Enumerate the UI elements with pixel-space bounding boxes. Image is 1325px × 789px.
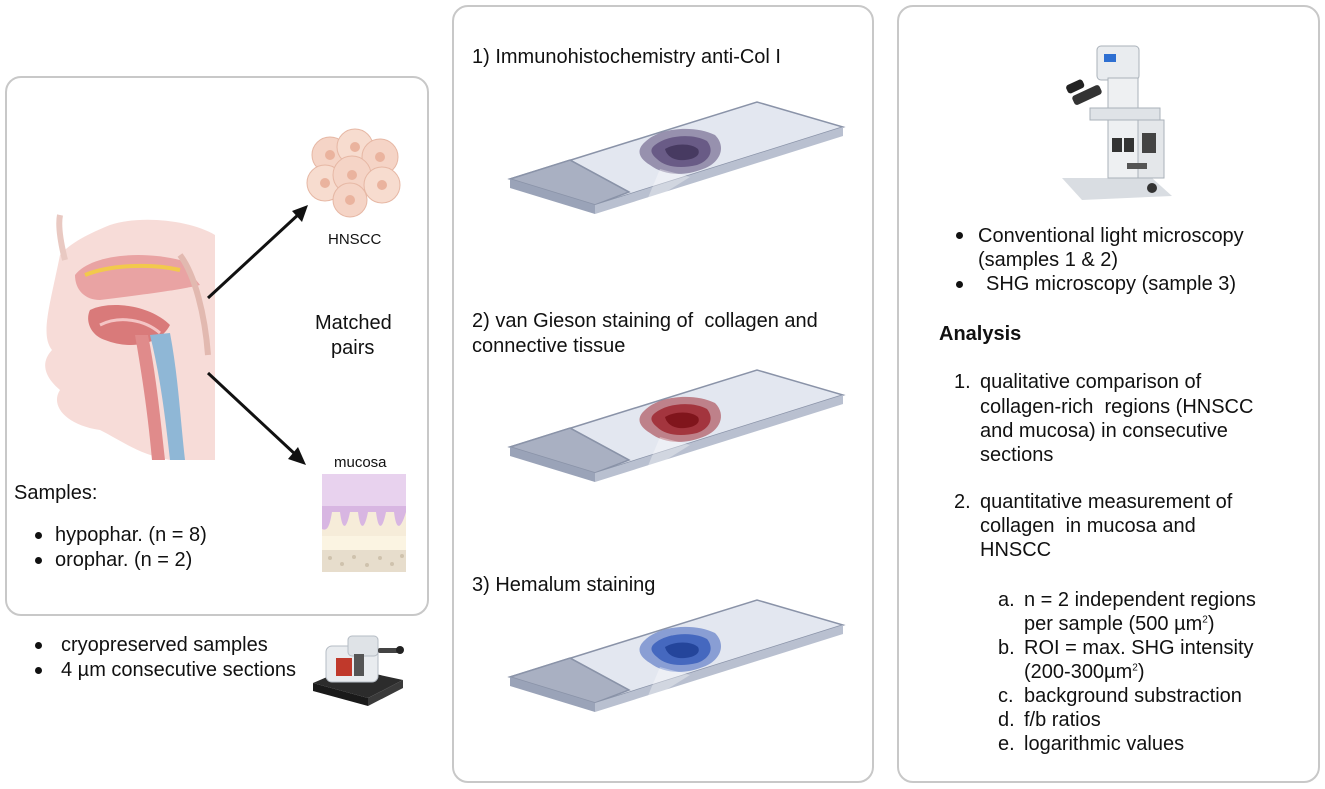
arrow-to-mucosa — [206, 371, 306, 465]
subitem-text: logarithmic values — [1024, 733, 1185, 755]
mucosa-tissue-icon — [322, 474, 406, 572]
subitem-text: (200-300µm2) — [1024, 661, 1145, 683]
hnscc-label: HNSCC — [328, 231, 382, 248]
step2-label-line1: 2) van Gieson staining of collagen and — [472, 310, 818, 332]
prep-item: 4 µm consecutive sections — [61, 659, 296, 681]
subitem-letter: e. — [998, 733, 1015, 755]
analysis-item-text: collagen-rich regions (HNSCC — [980, 396, 1254, 418]
matched-label: Matched — [315, 312, 392, 334]
analysis-item-text: collagen in mucosa and — [980, 515, 1196, 537]
hnscc-tumor-icon — [306, 128, 401, 218]
analysis-item-text: HNSCC — [980, 539, 1052, 561]
prep-item: cryopreserved samples — [61, 634, 268, 656]
sample-bullet — [35, 557, 42, 564]
prep-bullet — [35, 642, 42, 649]
sample-bullet — [35, 532, 42, 539]
analysis-item-number: 2. — [954, 491, 971, 513]
subitem-letter: d. — [998, 709, 1015, 731]
head-anatomy-illustration — [45, 214, 216, 460]
prep-bullet — [35, 667, 42, 674]
microscopy-bullet — [956, 232, 963, 239]
analysis-title: Analysis — [939, 323, 1022, 345]
microscopy-item: Conventional light microscopy — [978, 225, 1244, 247]
pairs-label: pairs — [331, 337, 375, 359]
microscope-icon — [1062, 45, 1172, 200]
microscopy-bullet — [956, 281, 963, 288]
slide-van-gieson — [507, 369, 846, 482]
analysis-item-text: qualitative comparison of — [980, 371, 1202, 393]
subitem-text: n = 2 independent regions — [1024, 589, 1256, 611]
subitem-text: per sample (500 µm2) — [1024, 613, 1215, 635]
step3-label: 3) Hemalum staining — [472, 574, 656, 596]
subitem-text: ROI = max. SHG intensity — [1024, 637, 1254, 659]
subitem-letter: a. — [998, 589, 1015, 611]
subitem-letter: b. — [998, 637, 1015, 659]
sample-item: hypophar. (n = 8) — [55, 524, 207, 546]
cryostat-microtome-icon — [313, 635, 404, 706]
step2-label-line2: connective tissue — [472, 335, 626, 357]
analysis-item-text: and mucosa) in consecutive — [980, 420, 1228, 442]
microscopy-item: SHG microscopy (sample 3) — [986, 273, 1237, 295]
mucosa-label: mucosa — [334, 454, 387, 471]
analysis-item-text: sections — [980, 444, 1054, 466]
slide-ihc — [507, 101, 846, 214]
analysis-item-text: quantitative measurement of — [980, 491, 1233, 513]
arrow-to-hnscc — [206, 205, 308, 300]
sample-item: orophar. (n = 2) — [55, 549, 193, 571]
subitem-text: f/b ratios — [1024, 709, 1101, 731]
subitem-text: background substraction — [1024, 685, 1242, 707]
samples-title: Samples: — [14, 482, 98, 504]
slide-hemalum — [507, 599, 846, 712]
step1-label: 1) Immunohistochemistry anti-Col I — [472, 46, 781, 68]
microscopy-item-cont: (samples 1 & 2) — [978, 249, 1119, 271]
analysis-item-number: 1. — [954, 371, 971, 393]
subitem-letter: c. — [998, 685, 1014, 707]
